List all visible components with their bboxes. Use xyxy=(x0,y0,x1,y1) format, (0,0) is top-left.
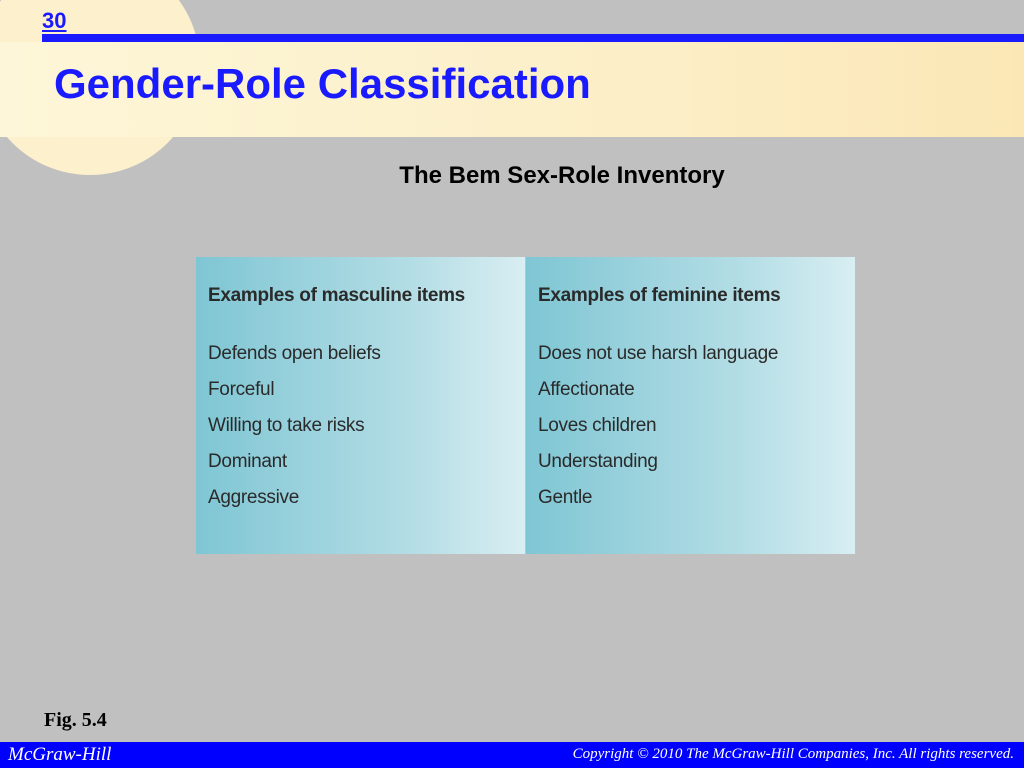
list-item: Willing to take risks xyxy=(208,415,365,436)
list-item: Aggressive xyxy=(208,487,299,508)
header-band xyxy=(0,42,1024,137)
slide-title: Gender-Role Classification xyxy=(54,60,591,107)
footer-bar: McGraw-Hill Copyright © 2010 The McGraw-… xyxy=(0,742,1024,768)
figure-subtitle: The Bem Sex-Role Inventory xyxy=(399,162,725,189)
feminine-items-list: Does not use harsh language Affectionate… xyxy=(538,343,855,523)
copyright-notice: Copyright © 2010 The McGraw-Hill Compani… xyxy=(572,746,1014,762)
masculine-items-list: Defends open beliefs Forceful Willing to… xyxy=(208,343,525,523)
top-rule xyxy=(42,34,1024,42)
publisher-name: McGraw-Hill xyxy=(8,744,112,765)
bem-inventory-figure: Examples of masculine items Defends open… xyxy=(196,257,855,554)
masculine-column: Examples of masculine items Defends open… xyxy=(196,257,525,554)
masculine-header: Examples of masculine items xyxy=(208,285,465,306)
figure-label: Fig. 5.4 xyxy=(44,709,107,731)
list-item: Loves children xyxy=(538,415,657,436)
list-item: Does not use harsh language xyxy=(538,343,779,364)
list-item: Defends open beliefs xyxy=(208,343,381,364)
list-item: Affectionate xyxy=(538,379,635,400)
feminine-header: Examples of feminine items xyxy=(538,285,781,306)
feminine-column: Examples of feminine items Does not use … xyxy=(525,257,855,554)
list-item: Understanding xyxy=(538,451,658,472)
slide-number: 30 xyxy=(42,8,67,33)
list-item: Gentle xyxy=(538,487,593,508)
list-item: Dominant xyxy=(208,451,287,472)
list-item: Forceful xyxy=(208,379,275,400)
